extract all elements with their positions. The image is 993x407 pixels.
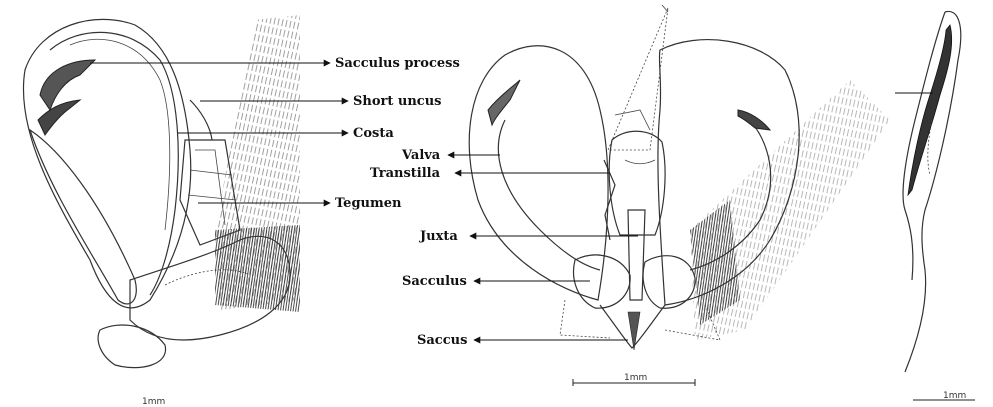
label-transtilla: Transtilla [370, 166, 441, 181]
label-costa: Costa [353, 126, 394, 141]
label-sacculus-process: Sacculus process [335, 56, 460, 71]
ventral-view-figure [469, 5, 890, 350]
scale-bar-left: 1mm [142, 397, 165, 407]
scale-bar-right: 1mm [913, 391, 975, 401]
scale-label-middle: 1mm [624, 373, 647, 383]
label-sacculus: Sacculus [402, 274, 467, 289]
label-short-uncus: Short uncus [353, 94, 441, 109]
aedeagus-figure [895, 11, 961, 372]
label-tegumen: Tegumen [335, 196, 402, 211]
label-juxta: Juxta [419, 229, 458, 244]
scale-label-left: 1mm [142, 397, 165, 407]
label-valva: Valva [401, 148, 441, 163]
label-saccus: Saccus [417, 333, 467, 348]
scale-bar-middle: 1mm [573, 373, 695, 386]
scale-label-right: 1mm [943, 391, 966, 401]
lateral-view-figure [23, 15, 300, 368]
